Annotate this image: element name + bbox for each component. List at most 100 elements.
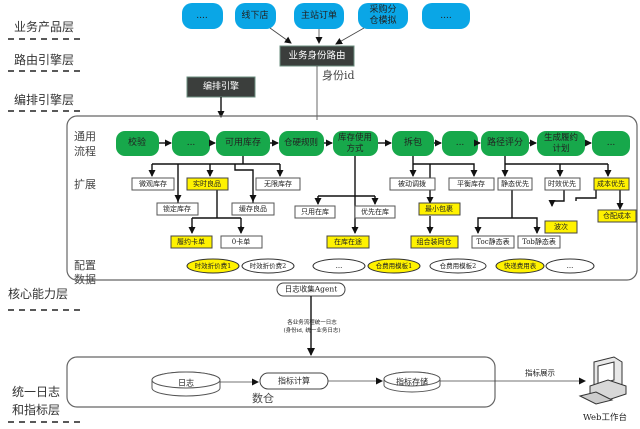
ext-micro-stock[interactable]: 微观库存: [131, 177, 175, 191]
svg-text:Tob静态表: Tob静态表: [522, 237, 556, 246]
svg-text:编排引擎: 编排引擎: [203, 80, 239, 92]
svg-text:日志: 日志: [178, 378, 194, 388]
ext-bundle-same-warehouse[interactable]: 组合装同仓: [410, 235, 459, 249]
ext-timeliness-priority[interactable]: 时效优先: [544, 177, 581, 191]
flow-node-generate-plan[interactable]: 生成履约 计划: [537, 131, 585, 156]
svg-text:指标存储: 指标存储: [396, 377, 428, 387]
flow-node-warehouse-hard-rule[interactable]: 仓硬规则: [279, 131, 324, 156]
svg-text:...: ...: [607, 138, 616, 148]
ext-warehouse-delivery-cost[interactable]: 仓配成本: [597, 209, 637, 223]
svg-text:静态优先: 静态优先: [501, 179, 529, 188]
product-node-more-left[interactable]: ....: [182, 3, 223, 29]
ext-in-stock-in-transit[interactable]: 在库在途: [326, 235, 370, 249]
extension-arrowheads: [148, 170, 624, 234]
ext-balanced-stock[interactable]: 平衡库存: [448, 177, 495, 191]
svg-text:生成履约: 生成履约: [544, 132, 578, 143]
product-node-more-right[interactable]: ....: [422, 3, 470, 29]
edge-purchase-to-router: [335, 27, 365, 45]
svg-text:日志收集Agent: 日志收集Agent: [285, 284, 338, 294]
ext-toc-static-table[interactable]: Toc静态表: [471, 235, 515, 249]
ext-min-package[interactable]: 最小包裹: [418, 202, 461, 216]
layer-label-unified-log: 统一日志: [12, 385, 60, 399]
metric-display-label: 指标展示: [525, 368, 555, 378]
ext-tob-static-table[interactable]: Tob静态表: [517, 235, 561, 249]
ext-passive-transfer[interactable]: 被动调拨: [389, 177, 436, 191]
svg-text:仓模拟: 仓模拟: [369, 14, 396, 26]
svg-text:锁定库存: 锁定库存: [163, 204, 191, 213]
svg-text:采购分: 采购分: [369, 3, 396, 15]
ext-static-priority[interactable]: 静态优先: [497, 177, 533, 191]
ext-realtime-good[interactable]: 实时良品: [186, 177, 229, 191]
flow-node-more-2[interactable]: ...: [442, 131, 478, 156]
ext-cached-good[interactable]: 缓存良品: [231, 202, 275, 216]
ext-locked-stock[interactable]: 锁定库存: [156, 202, 199, 216]
svg-text:主站订单: 主站订单: [301, 9, 337, 21]
product-node-main-site-order[interactable]: 主站订单: [294, 3, 344, 29]
flow-node-split-package[interactable]: 拆包: [392, 131, 434, 156]
ext-zero-hold[interactable]: 0卡单: [220, 235, 263, 249]
svg-text:方式: 方式: [346, 143, 364, 154]
svg-text:...: ...: [187, 138, 196, 148]
svg-text:履约卡单: 履约卡单: [177, 237, 205, 246]
section-label-general-flow: 通用: [74, 130, 96, 143]
flow-node-more-1[interactable]: ...: [172, 131, 210, 156]
config-more-1[interactable]: ...: [312, 258, 366, 274]
svg-text:指标计算: 指标计算: [278, 376, 310, 386]
svg-text:无限库存: 无限库存: [264, 179, 292, 188]
metric-storage-node[interactable]: 指标存储: [383, 371, 441, 393]
flow-node-route-score[interactable]: 路径评分: [481, 131, 529, 156]
config-more-2[interactable]: ...: [545, 258, 595, 274]
product-node-offline-store[interactable]: 线下店: [235, 3, 276, 29]
ext-fulfillment-hold[interactable]: 履约卡单: [170, 235, 213, 249]
ext-wave[interactable]: 波次: [544, 220, 578, 234]
svg-text:实时良品: 实时良品: [193, 179, 221, 188]
metric-compute-node[interactable]: 指标计算: [259, 372, 329, 390]
router-node[interactable]: 业务身份路由: [279, 45, 355, 67]
business-products: .... 线下店 主站订单 采购分 仓模拟 ....: [182, 3, 470, 29]
svg-text:平衡库存: 平衡库存: [457, 179, 485, 188]
svg-text:组合装同仓: 组合装同仓: [417, 237, 452, 246]
svg-text:...: ...: [567, 262, 574, 270]
svg-text:....: ....: [196, 11, 208, 21]
log-flow-label-1: 各业务流程统一日志: [287, 318, 337, 326]
section-label-extension: 扩展: [74, 177, 96, 191]
ext-only-in-stock[interactable]: 只用在库: [294, 205, 336, 219]
product-node-purchase-warehouse-sim[interactable]: 采购分 仓模拟: [358, 3, 408, 29]
flow-node-validate[interactable]: 校验: [116, 131, 159, 156]
config-timeliness-fee-2[interactable]: 时效折价费2: [241, 258, 295, 274]
ext-prefer-in-stock[interactable]: 优先在库: [354, 205, 396, 219]
orchestrator-node[interactable]: 编排引擎: [186, 76, 256, 98]
config-warehouse-fee-template-2[interactable]: 仓费用模板2: [429, 258, 487, 274]
config-data: 时效折价费1 时效折价费2 ... 仓费用模板1 仓费用模板2 快递费用表 ..…: [186, 258, 595, 274]
ext-cost-priority[interactable]: 成本优先: [593, 177, 630, 191]
log-collect-agent[interactable]: 日志收集Agent: [276, 282, 346, 297]
config-warehouse-fee-template-1[interactable]: 仓费用模板1: [367, 258, 421, 274]
svg-text:在库在途: 在库在途: [334, 237, 362, 246]
svg-text:业务身份路由: 业务身份路由: [288, 50, 345, 62]
ext-unlimited-stock[interactable]: 无限库存: [255, 177, 301, 191]
svg-text:成本优先: 成本优先: [597, 179, 625, 188]
svg-text:线下店: 线下店: [241, 9, 268, 21]
svg-text:可用库存: 可用库存: [225, 136, 261, 148]
config-express-fee-table[interactable]: 快递费用表: [495, 258, 545, 274]
svg-text:Toc静态表: Toc静态表: [476, 237, 509, 246]
svg-text:计划: 计划: [552, 143, 569, 154]
flow-node-stock-usage-mode[interactable]: 库存使用 方式: [333, 131, 378, 156]
svg-text:路径评分: 路径评分: [487, 136, 523, 148]
svg-text:仓配成本: 仓配成本: [603, 211, 631, 220]
computer-icon[interactable]: [578, 356, 627, 405]
svg-text:仓费用模板1: 仓费用模板1: [376, 261, 413, 270]
layer-label-metric: 和指标层: [12, 402, 60, 417]
svg-text:时效优先: 时效优先: [548, 179, 576, 188]
flow-node-more-3[interactable]: ...: [592, 131, 630, 156]
flow: 校验 ... 可用库存 仓硬规则 库存使用 方式 拆包 ... 路: [116, 131, 630, 156]
layer-labels: 业务产品层 路由引擎层 编排引擎层 核心能力层 统一日志 和指标层: [8, 19, 80, 423]
svg-text:...: ...: [456, 138, 465, 148]
log-storage-node[interactable]: 日志: [151, 371, 221, 397]
flow-node-available-stock[interactable]: 可用库存: [216, 131, 270, 156]
svg-text:库存使用: 库存使用: [338, 132, 372, 143]
svg-text:被动调拨: 被动调拨: [398, 179, 426, 188]
svg-text:拆包: 拆包: [404, 136, 422, 148]
svg-text:波次: 波次: [554, 222, 568, 231]
config-timeliness-fee-1[interactable]: 时效折价费1: [186, 258, 240, 274]
